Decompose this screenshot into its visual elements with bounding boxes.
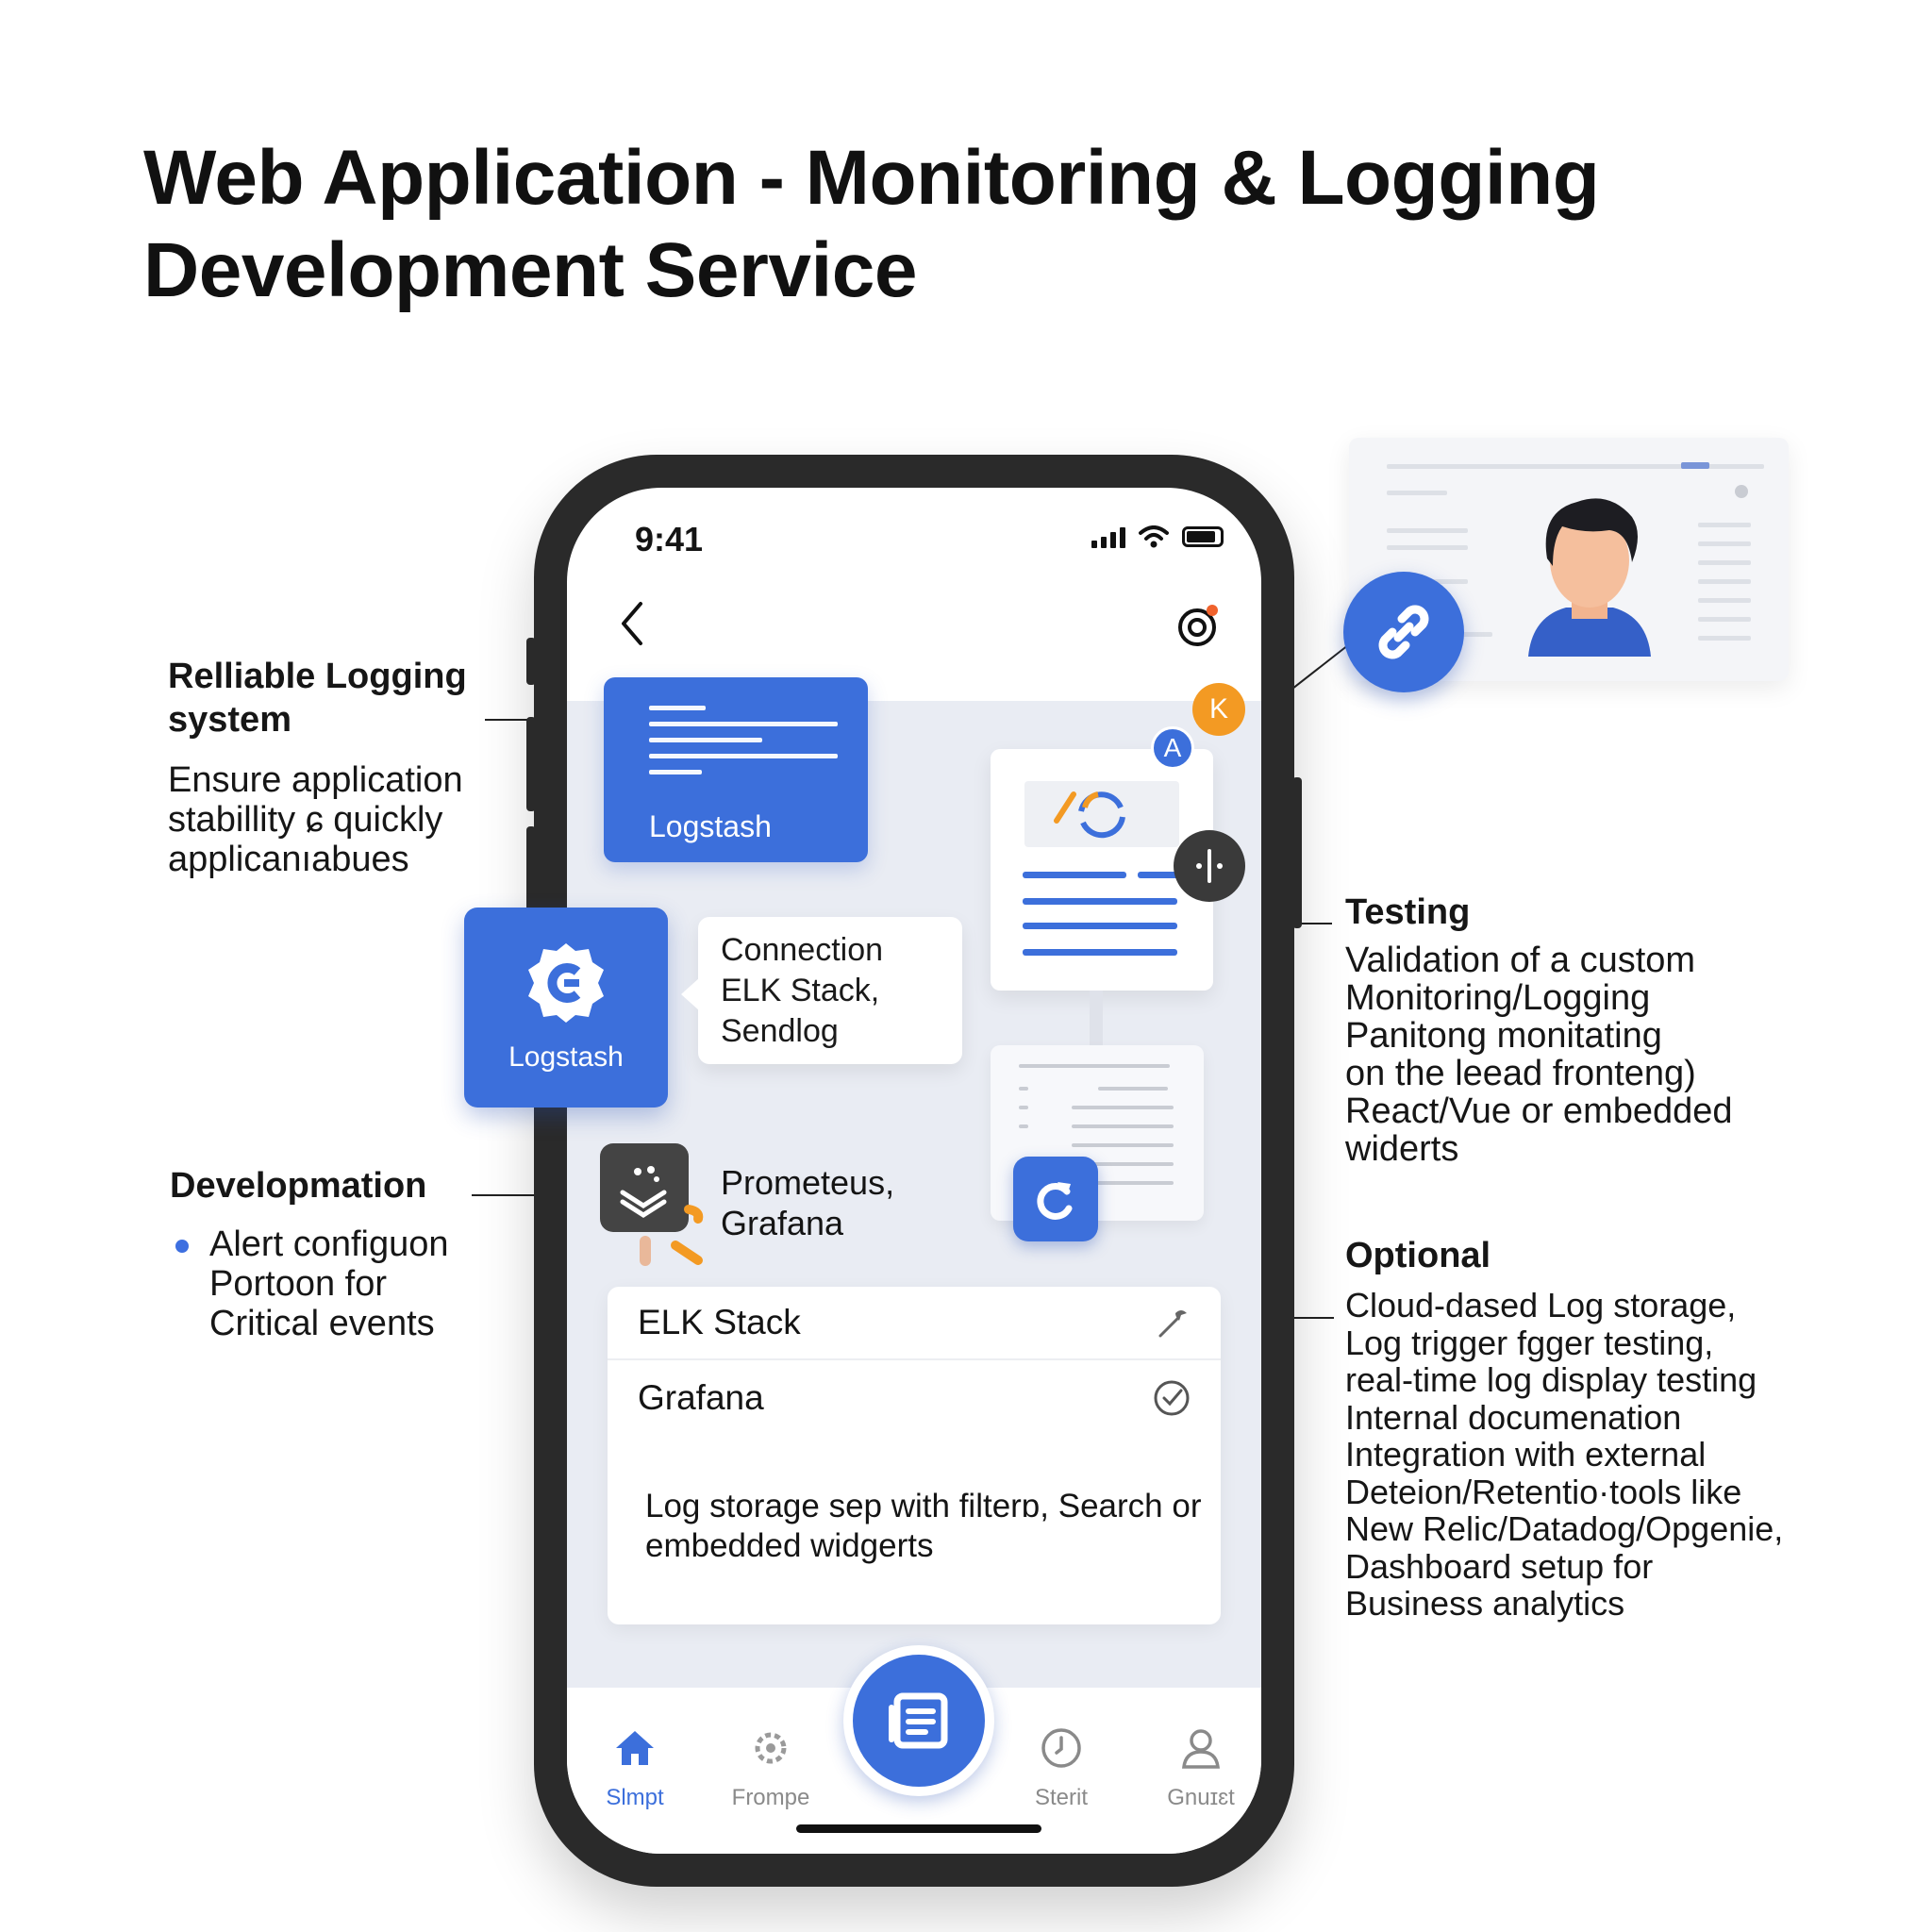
prometheus-text: Prometeus, (721, 1163, 895, 1202)
annotation-text: Dashboard setup for (1345, 1546, 1654, 1586)
split-icon (1196, 849, 1223, 883)
bubble-text: Connection (721, 932, 884, 968)
user-icon (1182, 1729, 1220, 1769)
document-list-icon (889, 1692, 948, 1749)
prometheus-icon (600, 1143, 689, 1232)
bullet-icon (175, 1240, 189, 1253)
list-item-label: Grafana (638, 1378, 764, 1417)
prometheus-label: Prometeus, Grafana (721, 1162, 894, 1243)
settings-icon (1178, 605, 1218, 646)
refresh-icon (1037, 1182, 1073, 1220)
sync-icon (1054, 791, 1125, 839)
annotation-text: React/Vue or embedded (1345, 1091, 1733, 1131)
tab-label: Sterit (1034, 1785, 1088, 1810)
annotation-text: Business analytics (1345, 1584, 1625, 1623)
annotation-text: Deteion/Retentio·tools like (1345, 1472, 1742, 1511)
annotation-text: applicanıabues (168, 840, 409, 879)
signal-icon (1091, 525, 1125, 548)
annotation-text: Monitoring/Logging (1345, 978, 1651, 1018)
tab-label: Gnuɪɛt (1167, 1785, 1235, 1810)
wrench-icon (1158, 1310, 1187, 1338)
annotation-text: Panitong monitating (1345, 1016, 1662, 1056)
avatar (1528, 498, 1651, 657)
annotation-heading: Relliable Logging (168, 657, 467, 696)
page-title-line-1: Web Application - Monitoring & Logging (143, 135, 1600, 221)
logstash-card-label: Logstash (508, 1041, 624, 1073)
gear-cluster-icon (755, 1732, 787, 1764)
chevron-left-icon (622, 602, 642, 645)
check-circle-icon (1154, 1380, 1190, 1416)
annotation-text: widerts (1345, 1129, 1459, 1169)
annotation-heading: Optional (1345, 1236, 1491, 1275)
badge-a: A (1151, 726, 1194, 770)
annotation-text: real-time log display testing (1345, 1360, 1757, 1399)
tab-label: Slmpt (606, 1785, 664, 1810)
annotation-testing: Testing Validation of a custom Monitorin… (1345, 891, 1874, 1168)
settings-button[interactable] (1173, 599, 1225, 652)
refresh-button[interactable] (1013, 1157, 1098, 1241)
annotation-text: Log trigger fgger testing, (1345, 1323, 1714, 1362)
annotation-reliable-logging: Relliable Logging system Ensure applicati… (168, 655, 508, 879)
tab-sterit[interactable]: Sterit (1005, 1725, 1118, 1811)
page-title-line-2: Development Service (143, 227, 918, 313)
list-description: Log storage sep with filterɒ, Search or … (645, 1488, 1202, 1564)
tab-frompe[interactable]: Frompe (714, 1725, 827, 1811)
link-icon (1378, 605, 1429, 659)
gear-icon (528, 943, 604, 1023)
home-indicator (796, 1824, 1041, 1833)
annotation-text: on the leead fronteng) (1345, 1054, 1696, 1093)
annotation-heading: Testing (1345, 892, 1471, 932)
annotation-text: New Relic/Datadog/Opgenie, (1345, 1509, 1784, 1548)
back-button[interactable] (608, 595, 656, 652)
annotation-text: Ensure application (168, 760, 463, 800)
page-title: Web Application - Monitoring & Logging D… (143, 132, 1747, 317)
status-time: 9:41 (635, 520, 704, 558)
link-button[interactable] (1343, 572, 1464, 692)
annotation-heading: system (168, 700, 291, 740)
list-item-elk[interactable]: ELK Stack (608, 1287, 1221, 1358)
tab-label: Frompe (731, 1785, 810, 1810)
logs-card-label: Logstash (649, 809, 772, 843)
battery-icon (1182, 526, 1224, 547)
tab-home[interactable]: Slmpt (578, 1725, 691, 1811)
add-node-button[interactable] (1174, 830, 1245, 902)
list-item-label: ELK Stack (638, 1303, 801, 1341)
annotation-development: Developmation Alert configuon Portoon fo… (170, 1164, 509, 1343)
annotation-text: Critical events (209, 1304, 435, 1343)
logstash-card[interactable]: Logstash (464, 908, 668, 1108)
annotation-text: Portoon for (209, 1264, 387, 1304)
list-item-grafana[interactable]: Grafana (608, 1362, 1221, 1434)
bubble-text: ELK Stack, (721, 973, 880, 1008)
tab-gnuiet[interactable]: Gnuɪɛt (1144, 1725, 1257, 1811)
bubble-text: Sendlog (721, 1013, 839, 1049)
clock-icon (1041, 1728, 1081, 1768)
annotation-text: Internal documenation (1345, 1397, 1682, 1437)
annotation-text: Validation of a custom (1345, 941, 1696, 980)
code-lines (649, 706, 838, 786)
tools-list-card: ELK Stack Grafana Log storage sep with f… (608, 1287, 1221, 1624)
home-icon (616, 1731, 654, 1765)
orange-pin-icon (640, 1205, 704, 1266)
badge-k: K (1192, 683, 1245, 736)
annotation-text: Alert configuon (209, 1224, 449, 1264)
wifi-icon (1139, 525, 1169, 548)
status-icons (1091, 525, 1224, 548)
annotation-text: Cloud-dased Log storage, (1345, 1286, 1737, 1324)
logs-fab-button[interactable] (843, 1645, 994, 1796)
prometheus-text: Grafana (721, 1204, 844, 1242)
annotation-text: Integration with external (1345, 1435, 1707, 1474)
connection-bubble: Connection ELK Stack, Sendlog (681, 917, 962, 1064)
logs-card[interactable]: Logstash (604, 677, 868, 862)
annotation-heading: Developmation (170, 1166, 427, 1206)
annotation-text: stabillity ɕ quickly (168, 800, 443, 840)
annotation-optional: Optional Cloud-dased Log storage, Log tr… (1345, 1234, 1911, 1623)
